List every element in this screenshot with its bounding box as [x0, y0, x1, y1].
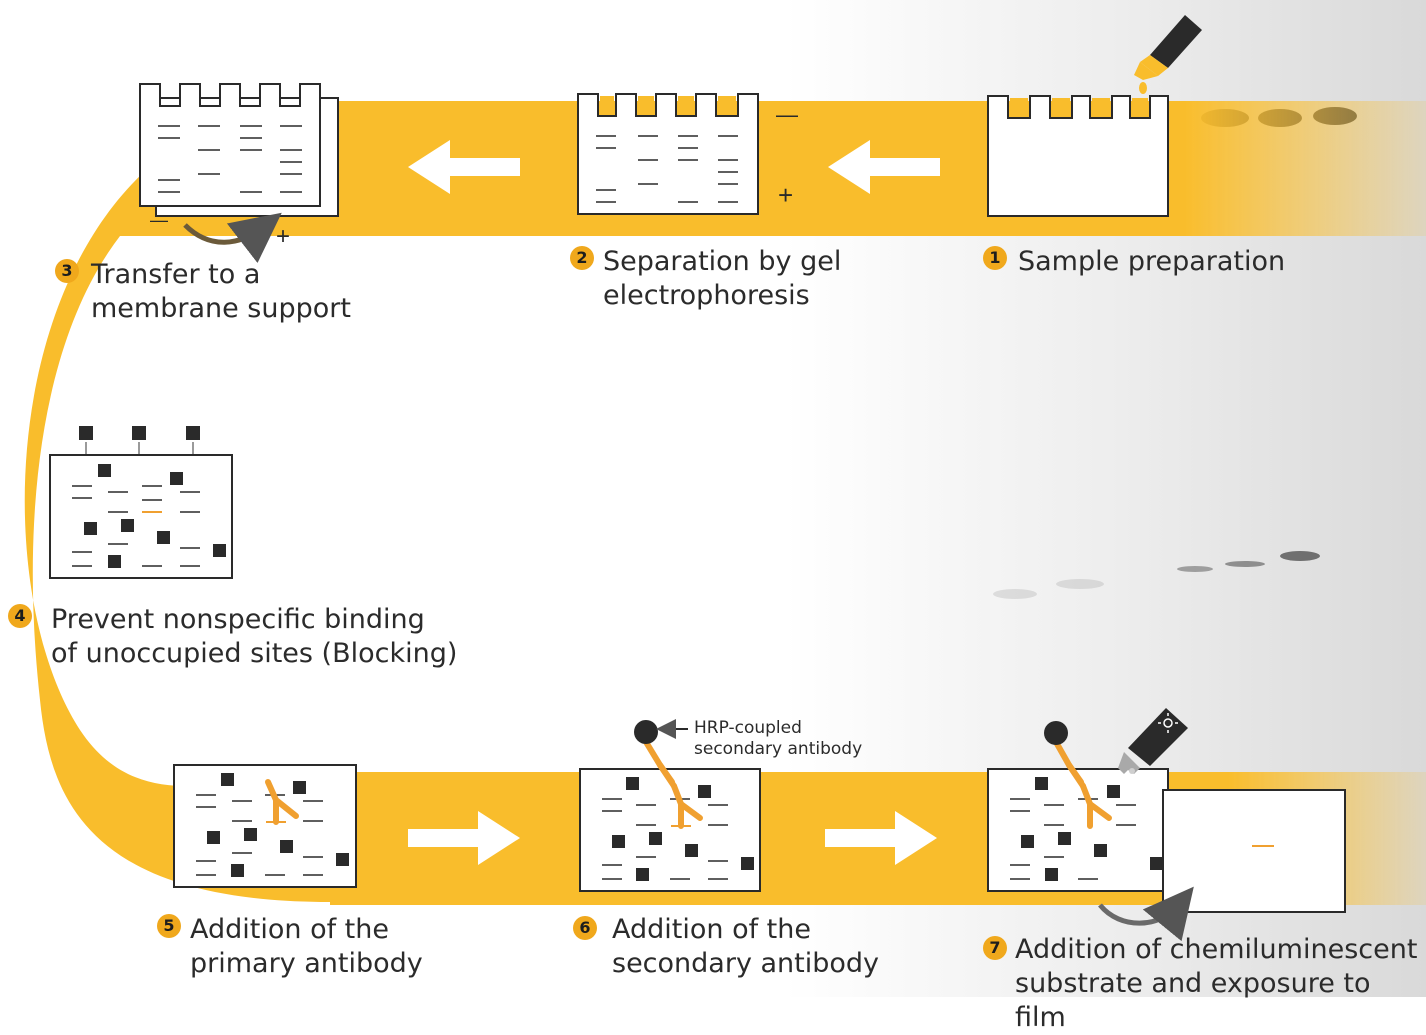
western-blot-diagram: — + + —: [0, 0, 1426, 997]
step2-number: 2: [570, 246, 594, 270]
step4-number: 4: [8, 604, 32, 628]
step7-number: 7: [983, 936, 1007, 960]
arrow-left-2: [408, 140, 520, 194]
flow-arrows: [110, 140, 940, 865]
negative-pole-label: —: [776, 102, 798, 127]
step2-label-line2: electrophoresis: [603, 280, 810, 311]
arrow-right-2: [825, 811, 937, 865]
transfer-positive-label: +: [276, 223, 290, 250]
arrow-right-1: [408, 811, 520, 865]
hrp-enzyme-icon: [634, 720, 658, 744]
step1-label-line1: Sample preparation: [1018, 246, 1286, 277]
step3-number: 3: [55, 259, 79, 283]
step4-label-line2: of unoccupied sites (Blocking): [51, 638, 458, 669]
hrp-annotation-line1: HRP-coupled: [694, 718, 802, 738]
step5-label-line2: primary antibody: [190, 948, 423, 979]
step3-label: Transfer to a membrane support: [91, 258, 351, 326]
step2-label-line1: Separation by gel: [603, 246, 842, 277]
step5-label-line1: Addition of the: [190, 914, 389, 945]
step7-label-line1: Addition of chemiluminescent: [1015, 934, 1418, 965]
arrow-down-1: [110, 345, 149, 404]
hrp-annotation: HRP-coupled secondary antibody: [694, 718, 862, 760]
transfer-negative-label: —: [150, 210, 168, 230]
step6-label-line2: secondary antibody: [612, 948, 880, 979]
step3-label-line2: membrane support: [91, 293, 351, 324]
film-sheet: [1162, 789, 1346, 913]
step4-label: Prevent nonspecific binding of unoccupie…: [51, 603, 457, 671]
step7-label-line2: substrate and exposure to film: [1015, 968, 1371, 1033]
secondary-antibody-icon: [643, 739, 703, 829]
step4-label-line1: Prevent nonspecific binding: [51, 604, 425, 635]
step6-membrane: [579, 719, 761, 892]
arrow-left-1: [828, 140, 940, 194]
exposure-arrow-icon: [1098, 886, 1194, 942]
step3-transfer: [139, 83, 339, 264]
positive-pole-label: +: [778, 180, 793, 210]
pipette-icon: [1134, 15, 1202, 94]
step2-label: Separation by gel electrophoresis: [603, 245, 841, 313]
step4-membrane: [49, 426, 233, 579]
step6-number: 6: [573, 916, 597, 940]
step1-number: 1: [983, 246, 1007, 270]
blocking-agent-squares: [79, 426, 200, 440]
step5-label: Addition of the primary antibody: [190, 913, 423, 981]
step1-gel: [987, 95, 1169, 217]
transfer-arrow-icon: [183, 212, 282, 264]
substrate-bottle-icon: [1118, 708, 1188, 774]
step2-gel: [577, 93, 759, 215]
step6-label: Addition of the secondary antibody: [612, 913, 879, 981]
step5-membrane: [173, 764, 357, 888]
step6-label-line1: Addition of the: [612, 914, 811, 945]
step1-label: Sample preparation: [1018, 245, 1285, 279]
step5-number: 5: [157, 914, 181, 938]
step7-label: Addition of chemiluminescent substrate a…: [1015, 933, 1426, 1035]
step7-membrane: [987, 708, 1346, 942]
step3-label-line1: Transfer to a: [91, 259, 261, 290]
primary-antibody-icon: [265, 779, 299, 825]
arrow-down-2: [150, 680, 196, 740]
hrp-annotation-line2: secondary antibody: [694, 739, 863, 759]
